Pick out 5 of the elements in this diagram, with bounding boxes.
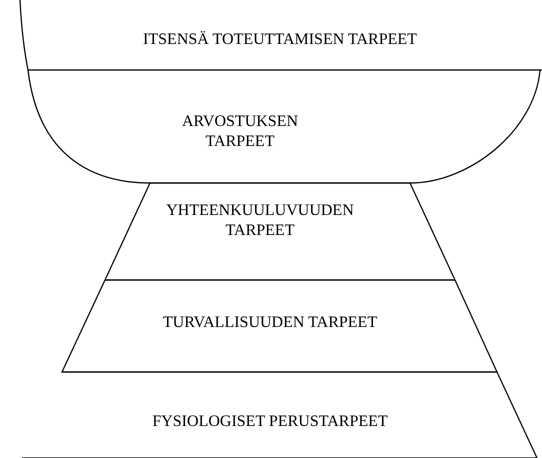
level-label: YHTEENKUULUVUUDEN TARPEET bbox=[165, 201, 355, 241]
level-label: ITSENSÄ TOTEUTTAMISEN TARPEET bbox=[142, 30, 418, 50]
level-label: TURVALLISUUDEN TARPEET bbox=[162, 313, 378, 333]
level-label: ARVOSTUKSEN TARPEET bbox=[180, 112, 300, 152]
level-label: FYSIOLOGISET PERUSTARPEET bbox=[151, 412, 389, 432]
